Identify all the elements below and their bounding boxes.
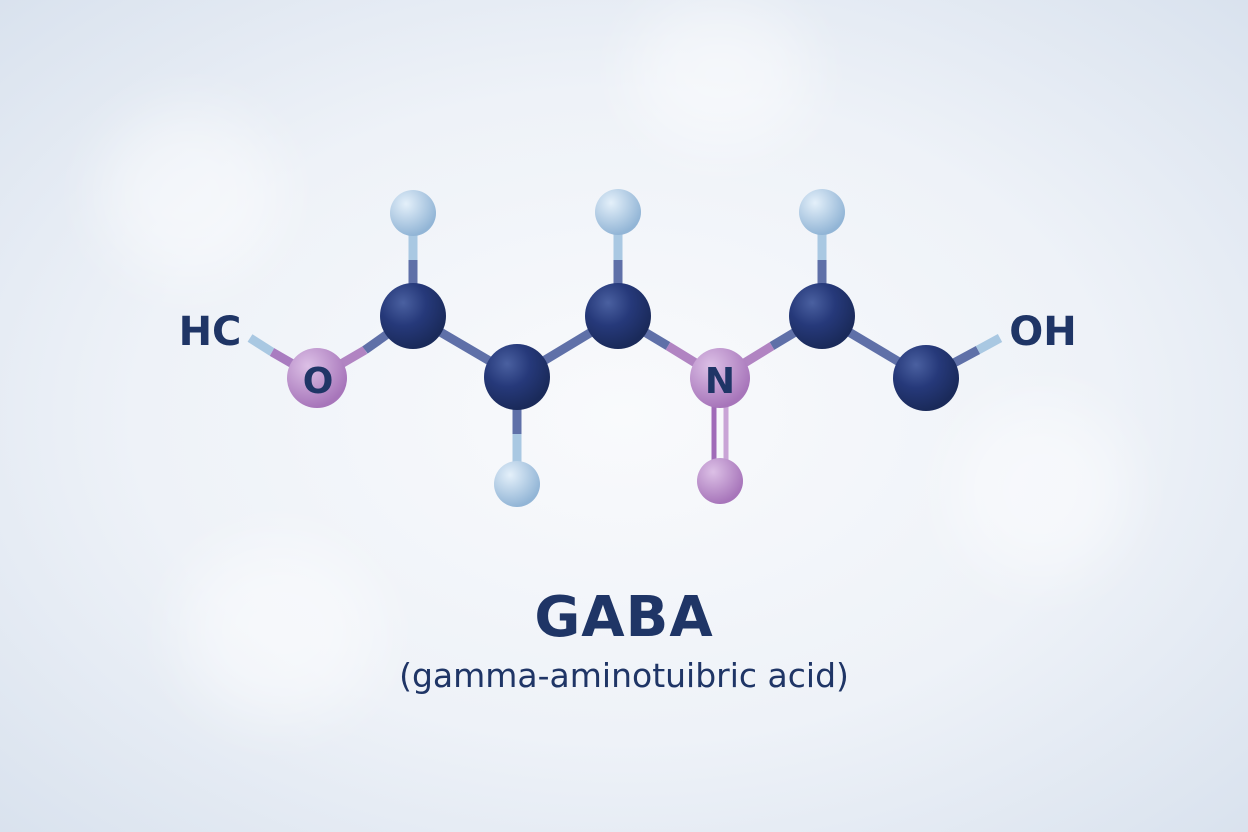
background-blob <box>100 110 280 280</box>
hydrogen-atom <box>595 189 641 235</box>
background-blob <box>180 540 380 720</box>
carbon-atom <box>789 283 855 349</box>
carbon-atom <box>380 283 446 349</box>
hydrogen-atom <box>390 190 436 236</box>
oxygen-atom-double-bonded <box>697 458 743 504</box>
carbon-atom <box>585 283 651 349</box>
atoms <box>287 189 959 507</box>
nitrogen-label: N <box>705 361 735 402</box>
oxygen-atom <box>287 348 347 408</box>
carbon-atom <box>484 344 550 410</box>
hc-label: HC <box>179 309 242 355</box>
nitrogen-atom <box>690 348 750 408</box>
background-blob <box>630 0 810 150</box>
molecule-title: GABA <box>534 585 714 650</box>
oxygen-label: O <box>303 361 334 402</box>
oh-label: OH <box>1009 309 1076 355</box>
hydrogen-atom <box>494 461 540 507</box>
background-blob <box>950 400 1130 580</box>
carbon-atom <box>893 345 959 411</box>
hydrogen-atom <box>799 189 845 235</box>
bond-hc-o <box>247 334 275 356</box>
molecule-subtitle: (gamma-aminotuibric acid) <box>399 656 849 695</box>
